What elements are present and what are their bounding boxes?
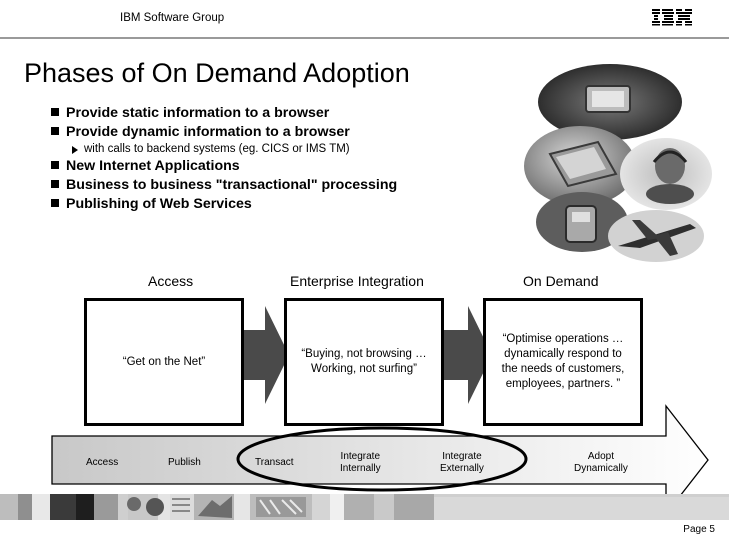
page-number: Page 5: [683, 524, 715, 535]
step-text: Dynamically: [574, 463, 628, 474]
step-integrate-internally: Integrate Internally: [340, 451, 381, 475]
phase-box-access: “Get on the Net”: [84, 298, 244, 426]
phase-box-enterprise-integration: “Buying, not browsing … Working, not sur…: [284, 298, 444, 426]
phase-connector-arrow-icon: [442, 306, 492, 404]
phase-label-on-demand: On Demand: [523, 273, 599, 289]
bullet-text: Provide dynamic information to a browser: [66, 124, 350, 140]
step-text: Internally: [340, 463, 381, 474]
step-transact: Transact: [255, 457, 294, 469]
step-integrate-externally: Integrate Externally: [440, 451, 484, 475]
phase-box-text: the needs of customers,: [501, 363, 625, 375]
bullet-item: Business to business "transactional" pro…: [50, 176, 510, 195]
phase-box-text: “Optimise operations …: [502, 333, 624, 345]
bullet-item: Publishing of Web Services: [50, 195, 510, 214]
triangle-bullet-icon: [72, 146, 78, 154]
phase-label-enterprise-integration: Enterprise Integration: [290, 273, 424, 289]
step-text: Integrate: [442, 451, 482, 462]
header-group-name: IBM Software Group: [120, 12, 225, 24]
business-photo-collage: [524, 64, 712, 262]
progression-arrow: [51, 404, 709, 516]
step-text: Access: [86, 457, 119, 468]
square-bullet-icon: [51, 127, 59, 135]
bullet-text: Provide static information to a browser: [66, 105, 330, 121]
step-adopt-dynamically: Adopt Dynamically: [574, 451, 628, 475]
bullet-text: Business to business "transactional" pro…: [66, 177, 398, 193]
sub-bullet-item: with calls to backend systems (eg. CICS …: [50, 142, 510, 157]
bullet-item: Provide dynamic information to a browser: [50, 123, 510, 142]
header: IBM Software Group: [0, 0, 729, 39]
footer-decorative-bar: [0, 494, 729, 520]
bullet-text: New Internet Applications: [66, 158, 240, 174]
step-text: Transact: [255, 457, 294, 468]
sub-bullet-text: with calls to backend systems (eg. CICS …: [84, 143, 350, 155]
phase-connector-arrow-icon: [239, 306, 289, 404]
step-text: Integrate: [340, 451, 381, 462]
square-bullet-icon: [51, 161, 59, 169]
square-bullet-icon: [51, 199, 59, 207]
bullet-list: Provide static information to a browser …: [50, 104, 510, 214]
slide-title: Phases of On Demand Adoption: [24, 58, 410, 88]
ibm-logo-icon: [652, 9, 692, 26]
step-text: Publish: [168, 457, 201, 468]
phase-box-text: “Get on the Net”: [122, 355, 206, 368]
step-text: Externally: [440, 463, 484, 474]
phase-box-on-demand: “Optimise operations … dynamically respo…: [483, 298, 643, 426]
square-bullet-icon: [51, 180, 59, 188]
square-bullet-icon: [51, 108, 59, 116]
bullet-item: Provide static information to a browser: [50, 104, 510, 123]
step-text: Adopt: [587, 451, 615, 462]
phase-box-text: employees, partners. ”: [505, 378, 621, 390]
step-publish: Publish: [168, 457, 201, 469]
step-access: Access: [86, 457, 118, 469]
header-divider: [0, 37, 729, 39]
bullet-text: Publishing of Web Services: [66, 196, 252, 212]
phase-label-access: Access: [148, 273, 194, 289]
bullet-item: New Internet Applications: [50, 157, 510, 176]
highlight-ellipse: [236, 426, 528, 492]
phase-box-text: Working, not surfing”: [311, 363, 417, 375]
phase-box-text: “Buying, not browsing …: [301, 348, 427, 360]
phase-box-text: dynamically respond to: [504, 348, 622, 360]
